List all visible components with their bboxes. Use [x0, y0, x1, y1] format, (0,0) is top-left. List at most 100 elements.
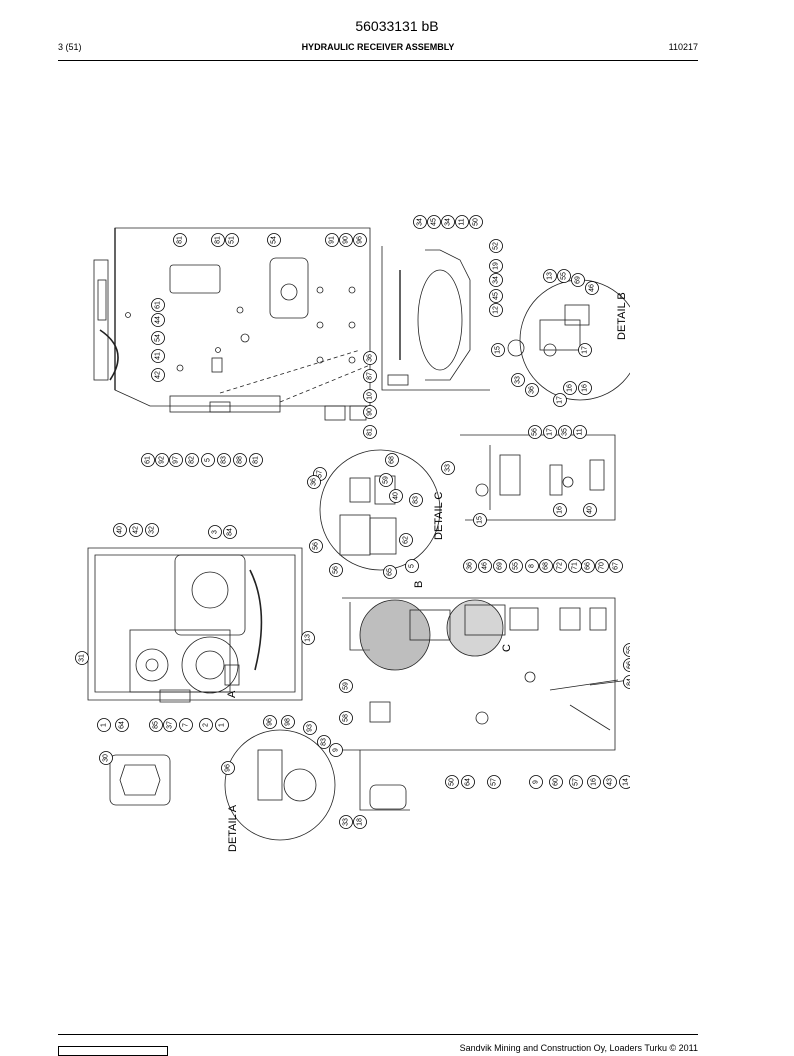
callout-balloon: 9 — [329, 743, 343, 757]
balloon-number: 55 — [561, 272, 568, 280]
callout-balloon: 68 — [539, 559, 553, 573]
balloon-number: 34 — [493, 276, 500, 284]
callout-balloon: 57 — [569, 775, 583, 789]
balloon-number: 96 — [225, 764, 232, 772]
callout-balloon: 82 — [185, 453, 199, 467]
callout-balloon: 11 — [455, 215, 469, 229]
balloon-number: 64 — [465, 778, 472, 786]
callout-balloon: 90 — [339, 233, 353, 247]
callout-balloon: 56 — [329, 563, 343, 577]
balloon-number: 50 — [473, 218, 480, 226]
balloon-number: 32 — [149, 526, 156, 534]
balloon-number: 36 — [311, 478, 318, 486]
callout-balloon: 33 — [511, 373, 525, 387]
balloon-number: 88 — [237, 456, 244, 464]
callout-balloon: 5 — [405, 559, 419, 573]
balloon-number: 8 — [529, 564, 536, 568]
balloon-number: 5 — [409, 564, 416, 568]
balloon-number: 54 — [271, 236, 278, 244]
callout-balloon: 2 — [199, 718, 213, 732]
balloon-number: 36 — [367, 354, 374, 362]
balloon-number: 90 — [367, 408, 374, 416]
callout-balloon: 32 — [145, 523, 159, 537]
callout-balloon: 71 — [568, 559, 582, 573]
page-indicator: 3 (51) — [58, 42, 82, 52]
balloon-number: 90 — [343, 236, 350, 244]
callout-balloon: 1 — [215, 718, 229, 732]
balloon-number: 17 — [557, 396, 564, 404]
balloon-number: 2 — [203, 723, 210, 727]
callout-balloon: 17 — [553, 393, 567, 407]
balloon-number: 19 — [493, 262, 500, 270]
header-rule — [58, 60, 698, 61]
detail-c-label: DETAIL C — [433, 492, 445, 540]
callout-balloon: 40 — [389, 489, 403, 503]
callout-balloon: 34 — [413, 215, 427, 229]
callout-balloon: 61 — [141, 453, 155, 467]
balloon-number: 69 — [497, 562, 504, 570]
callout-balloon: 15 — [491, 343, 505, 357]
balloon-number: 83 — [221, 456, 228, 464]
balloon-number: 11 — [459, 218, 466, 225]
callout-balloon: 87 — [363, 369, 377, 383]
callout-balloon: 96 — [221, 761, 235, 775]
callout-balloon: 18 — [353, 815, 367, 829]
balloon-number: 83 — [413, 496, 420, 504]
balloon-number: 18 — [357, 818, 364, 826]
callout-balloon: 46 — [585, 281, 599, 295]
callout-balloon: 59 — [339, 679, 353, 693]
callout-balloon: 46 — [478, 559, 492, 573]
balloon-number: 15 — [495, 346, 502, 354]
balloon-number: 54 — [155, 334, 162, 342]
balloon-number: 56 — [532, 428, 539, 436]
callout-balloon: 3 — [208, 525, 222, 539]
callout-balloon: 5 — [201, 453, 215, 467]
balloon-number: 5 — [205, 458, 212, 462]
balloon-number: 57 — [491, 778, 498, 786]
callout-balloon: 16 — [587, 775, 601, 789]
callout-balloon: 81 — [211, 233, 225, 247]
callout-balloon: 41 — [151, 349, 165, 363]
balloon-number: 57 — [317, 470, 324, 478]
left-view — [87, 547, 303, 703]
balloon-number: 61 — [145, 456, 152, 464]
balloon-number: 31 — [79, 654, 86, 662]
callout-balloon: 97 — [169, 453, 183, 467]
callout-balloon: 67 — [609, 559, 623, 573]
balloon-number: 16 — [567, 384, 574, 392]
balloon-number: 1 — [101, 723, 108, 727]
balloon-number: 85 — [153, 721, 160, 729]
balloon-number: 12 — [493, 306, 500, 314]
callout-balloon: 70 — [595, 559, 609, 573]
balloon-number: 96 — [357, 236, 364, 244]
callout-balloon: 15 — [473, 513, 487, 527]
balloon-number: 40 — [117, 526, 124, 534]
balloon-number: 87 — [367, 372, 374, 380]
callout-balloon: 66 — [623, 658, 630, 672]
balloon-number: 52 — [493, 242, 500, 250]
balloon-number: 92 — [159, 456, 166, 464]
top-view — [93, 227, 371, 421]
callout-balloon: 44 — [151, 313, 165, 327]
callout-balloon: 83 — [317, 735, 331, 749]
callout-balloon: 45 — [489, 289, 503, 303]
balloon-number: 71 — [572, 562, 579, 570]
callout-balloon: 59 — [379, 473, 393, 487]
company-logo — [58, 1046, 168, 1056]
balloon-number: 7 — [183, 723, 190, 727]
balloon-number: 15 — [477, 516, 484, 524]
right-view — [342, 597, 630, 811]
callout-balloon: 64 — [461, 775, 475, 789]
callout-balloon: 31 — [75, 651, 89, 665]
balloon-number: 34 — [445, 218, 452, 226]
callout-balloon: 84 — [623, 675, 630, 689]
callout-balloon: 54 — [151, 331, 165, 345]
balloon-number: 33 — [445, 464, 452, 472]
balloon-number: 82 — [189, 456, 196, 464]
callout-balloon: 34 — [441, 215, 455, 229]
callout-balloon: 52 — [489, 239, 503, 253]
balloon-number: 17 — [547, 428, 554, 436]
footer-copyright: Sandvik Mining and Construction Oy, Load… — [459, 1043, 698, 1053]
